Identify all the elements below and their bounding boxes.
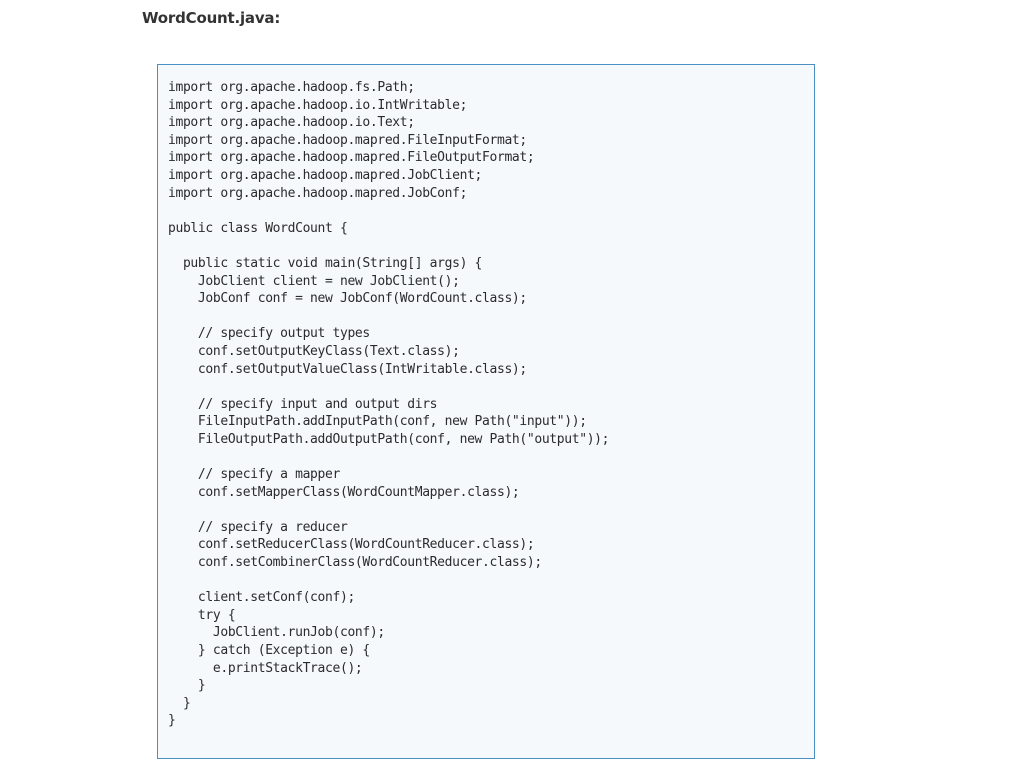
code-line: } catch (Exception e) { [168,643,370,658]
code-line: } [168,695,191,711]
code-line: conf.setOutputKeyClass(Text.class); [168,343,460,359]
file-title: WordCount.java: [142,9,281,27]
code-line: conf.setMapperClass(WordCountMapper.clas… [168,484,520,500]
code-line: import org.apache.hadoop.mapred.JobConf; [168,185,468,201]
code-line: // specify a mapper [168,467,340,483]
code-line [168,237,609,255]
code-line: // specify a reducer [168,519,348,535]
code-line: import org.apache.hadoop.io.Text; [168,115,415,131]
code-line: FileInputPath.addInputPath(conf, new Pat… [168,414,587,430]
code-line: import org.apache.hadoop.fs.Path; [168,80,415,95]
code-line: public static void main(String[] args) { [168,255,483,271]
code-line: // specify input and output dirs [168,396,438,412]
code-line [168,572,609,590]
code-line: conf.setOutputValueClass(IntWritable.cla… [168,361,527,377]
code-line: FileOutputPath.addOutputPath(conf, new P… [168,431,610,447]
code-line: public class WordCount { [168,220,348,236]
code-line: } [168,713,176,729]
code-block: import org.apache.hadoop.fs.Path; import … [157,64,815,759]
code-line: import org.apache.hadoop.mapred.FileInpu… [168,132,527,148]
code-line: import org.apache.hadoop.mapred.JobClien… [168,167,483,183]
code-line: conf.setCombinerClass(WordCountReducer.c… [168,555,542,571]
code-line: JobConf conf = new JobConf(WordCount.cla… [168,291,527,307]
code-line: conf.setReducerClass(WordCountReducer.cl… [168,537,535,553]
code-line [168,448,609,466]
code-line [168,378,609,396]
code-line: e.printStackTrace(); [168,660,363,676]
code-line: JobClient.runJob(conf); [168,625,385,641]
code-line: JobClient client = new JobClient(); [168,273,460,289]
code-line: try { [168,607,236,623]
code-line: import org.apache.hadoop.mapred.FileOutp… [168,150,535,166]
code-line: import org.apache.hadoop.io.IntWritable; [168,97,468,113]
code-line: // specify output types [168,326,370,342]
code-line: } [168,678,206,694]
code-line [168,308,609,326]
code-line [168,202,609,220]
code-line [168,501,609,519]
code-line: client.setConf(conf); [168,590,355,606]
code-lines: import org.apache.hadoop.fs.Path; import … [168,79,609,730]
